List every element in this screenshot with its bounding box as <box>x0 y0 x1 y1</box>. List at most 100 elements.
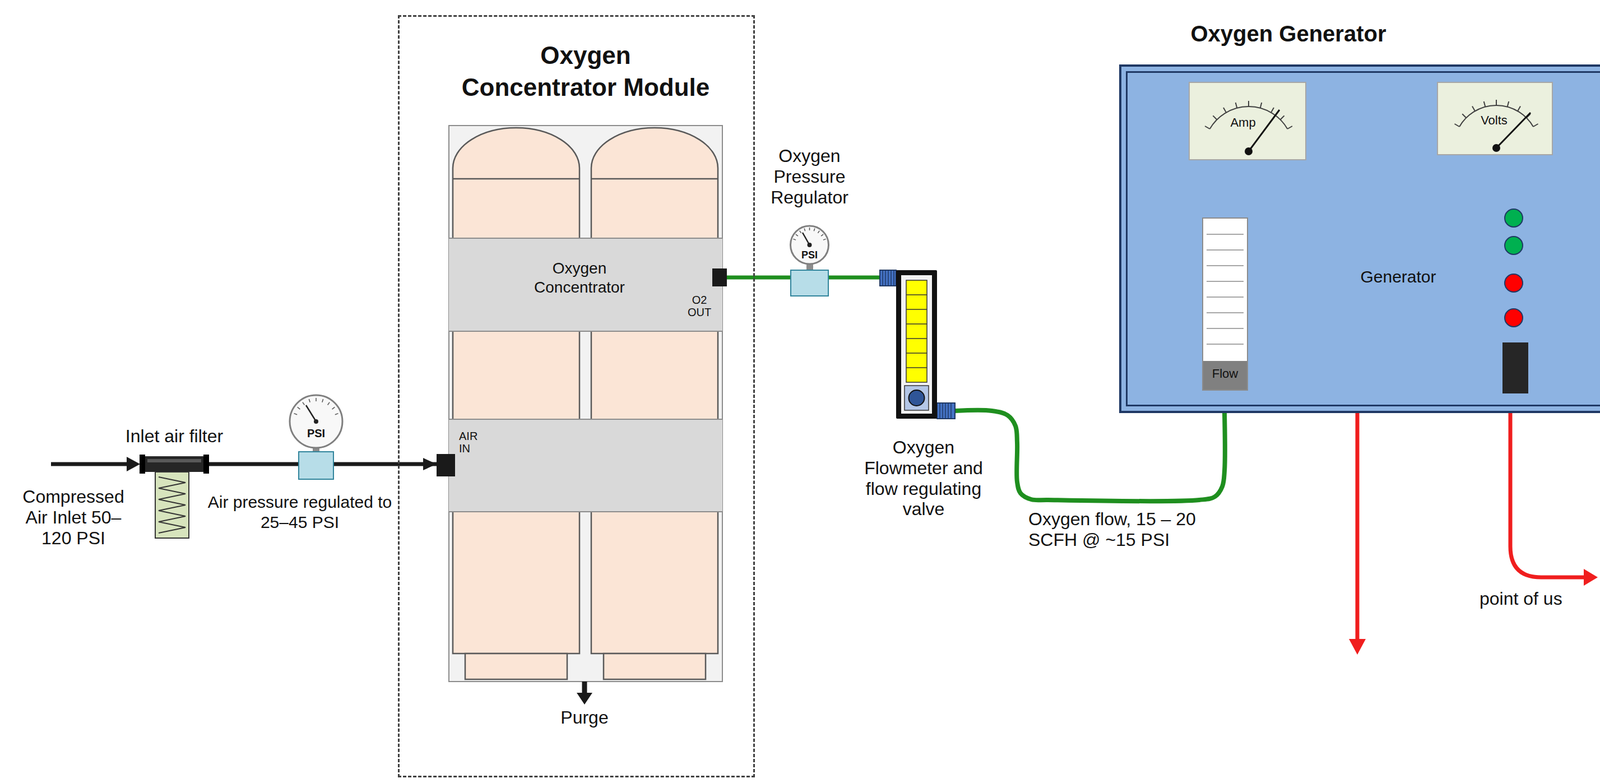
text-slot: Compressed Air Inlet 50–120 PSI <box>17 486 130 549</box>
pressure-gauge: PSIAir pressure regulated to 25–45 PSI <box>298 393 334 480</box>
pressure-regulator <box>799 230 802 234</box>
flowmeter: Oxygen Flowmeter and flow regulating val… <box>879 270 955 419</box>
amp-meter <box>1204 126 1210 129</box>
node-label: Inlet air filter <box>118 425 231 447</box>
pipe-connector <box>954 410 1226 502</box>
pipe-connector <box>209 462 299 467</box>
node-label: Amp <box>1217 115 1269 130</box>
filter-symbol <box>139 456 210 472</box>
pressure-gauge <box>298 451 334 480</box>
label: point of us <box>1479 588 1592 610</box>
flowmeter <box>896 270 938 419</box>
indicator-lights <box>1504 308 1523 327</box>
volt-meter <box>1472 106 1476 112</box>
pressure-regulator <box>795 234 799 236</box>
oxygen-outlet-arrow <box>1348 638 1366 655</box>
flow-gauge <box>1206 312 1244 314</box>
flowmeter <box>887 270 889 286</box>
flow-gauge <box>1203 360 1247 390</box>
port <box>712 268 727 287</box>
pressure-regulator <box>790 270 829 296</box>
amp-meter <box>1287 126 1293 129</box>
text-slot: Air pressure regulated to 25–45 PSI <box>204 492 396 533</box>
flowmeter <box>906 352 927 354</box>
text-slot: Oxygen Flowmeter and flow regulating val… <box>860 437 987 520</box>
air-inlet-band: AIR IN <box>436 418 723 513</box>
flow-gauge <box>1203 218 1250 392</box>
flowmeter <box>906 337 927 340</box>
pressure-gauge <box>327 402 330 406</box>
volt-meter <box>1492 144 1501 152</box>
adsorption-tank <box>591 127 718 654</box>
volt-meter <box>1483 101 1486 108</box>
pressure-regulator <box>823 238 827 240</box>
volt-meter <box>1454 123 1460 127</box>
pressure-regulator <box>813 228 815 231</box>
pressure-regulator <box>792 238 796 240</box>
text-slot: Purge <box>528 707 641 728</box>
oxygen-outlet-arrow <box>1510 413 1585 578</box>
node-label: Oxygen Pressure Regulator <box>762 145 858 208</box>
volt-meter <box>1517 106 1521 112</box>
node-label: Oxygen Concentrator <box>517 258 642 297</box>
pressure-gauge <box>332 406 336 410</box>
purge-arrow <box>576 692 593 705</box>
pressure-gauge <box>305 405 317 422</box>
air-inlet-band <box>436 418 723 513</box>
pressure-gauge <box>302 402 305 406</box>
filter-symbol <box>147 458 202 463</box>
flow-gauge <box>1206 233 1244 235</box>
band-fill <box>448 418 723 513</box>
flowmeter <box>939 402 941 419</box>
pressure-gauge <box>315 397 317 402</box>
flow-gauge <box>1206 265 1244 267</box>
flow-gauge <box>1206 327 1244 329</box>
oxygen-outlet-arrow <box>1583 568 1598 586</box>
amp-meter <box>1212 115 1217 120</box>
text-slot: O2 OUT <box>683 293 716 319</box>
text-slot: Amp <box>1217 115 1269 130</box>
node-label: Generator <box>1342 267 1455 287</box>
node-label: O2 OUT <box>683 293 716 319</box>
text-slot: AIR IN <box>458 429 486 455</box>
pressure-gauge <box>308 399 310 403</box>
flow-gauge <box>1203 218 1250 392</box>
indicator-lights <box>1504 209 1523 227</box>
flowmeter <box>890 270 892 286</box>
filter-symbol <box>139 451 210 539</box>
flowmeter <box>879 270 955 419</box>
flow-gauge <box>1206 296 1244 298</box>
concentrator-panel <box>448 125 723 682</box>
text-slot: Oxygen Concentrator Module <box>460 39 711 104</box>
flowmeter <box>944 402 946 419</box>
pressure-gauge <box>294 413 298 415</box>
amp-meter <box>1260 102 1263 109</box>
node-label: AIR IN <box>458 429 486 455</box>
compressed-air-arrow <box>50 462 129 467</box>
pressure-gauge <box>322 399 324 403</box>
node-label: Oxygen Generator <box>1121 20 1456 47</box>
text-slot: point of us <box>1479 588 1592 610</box>
text-slot: PSI <box>287 427 345 440</box>
label: Compressed Air Inlet 50–120 PSI <box>17 486 130 549</box>
pressure-regulator: Oxygen Pressure RegulatorPSI <box>790 224 829 296</box>
adsorption-tank <box>452 178 580 180</box>
node-label: Oxygen Flowmeter and flow regulating val… <box>860 437 987 520</box>
adsorption-tank <box>452 127 718 680</box>
volt-meter: Volts <box>1436 81 1553 156</box>
indicator-lights <box>1504 274 1523 292</box>
compressed-air-arrow <box>126 456 141 472</box>
concentrator-panel <box>448 125 723 682</box>
indicator-lights <box>1502 342 1529 394</box>
pipe-connector <box>828 275 880 280</box>
flowmeter <box>884 270 887 286</box>
filter-symbol <box>139 451 210 539</box>
flow-gauge: Flow <box>1202 217 1249 391</box>
text-slot: Inlet air filter <box>118 425 231 447</box>
amp-meter <box>1235 102 1238 109</box>
label: Purge <box>528 707 641 728</box>
adsorption-tank <box>603 653 706 680</box>
pipe-connector <box>333 462 437 467</box>
flowmeter <box>906 280 927 383</box>
pressure-gauge <box>335 413 339 415</box>
